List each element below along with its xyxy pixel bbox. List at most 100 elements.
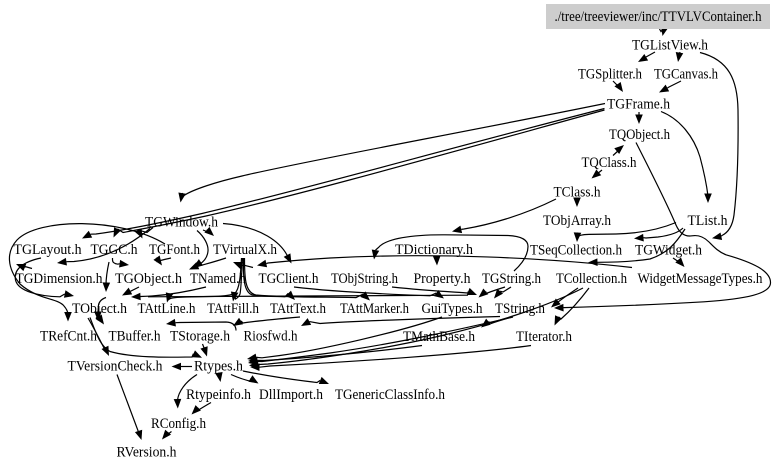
node-Rtypes[interactable]: Rtypes.h <box>194 359 244 375</box>
arrowhead-TGDimension-TGLayout <box>16 264 27 272</box>
arrowhead-TList-TSeqCollection2 <box>634 233 644 242</box>
edge-TGCanvas-TGFrame <box>667 80 682 89</box>
edge-TGFrame-TGLayout <box>90 107 605 235</box>
edge-TGGC-TGObject <box>111 258 120 265</box>
arrowhead-TNamed-TObject <box>131 292 141 301</box>
node-RVersion[interactable]: RVersion.h <box>117 445 178 461</box>
arrowhead-TObject-TVersionCheck <box>101 345 109 356</box>
nodes: ./tree/treeviewer/inc/TTVLVContainer.hTG… <box>14 9 764 461</box>
node-TCollection[interactable]: TCollection.h <box>556 271 628 287</box>
node-TStorage[interactable]: TStorage.h <box>170 329 231 345</box>
edge-corridor2-TBuffer <box>175 321 237 331</box>
arrowhead-RConfig-RVersion <box>162 429 172 440</box>
arrowhead-TGWindow-TNamed <box>193 259 204 268</box>
arrowhead-TClass-TObjArray <box>573 197 581 207</box>
node-TGDimension[interactable]: TGDimension.h <box>16 271 104 287</box>
node-TNamed[interactable]: TNamed.h <box>190 271 247 287</box>
arrowhead-TClass-TDictionary <box>452 225 463 234</box>
arrowhead-TString-Riosfwd <box>301 318 312 326</box>
node-TString[interactable]: TString.h <box>495 301 546 317</box>
arrowhead-TGFrame-TGDimension <box>57 257 67 266</box>
edge-TGFrame-TGWindow <box>181 102 606 197</box>
arrowhead-corridor2-TStorage <box>233 317 244 326</box>
arrowhead-TGCanvas-TGFrame <box>659 84 670 93</box>
node-TRefCnt[interactable]: TRefCnt.h <box>40 329 98 345</box>
arrowhead-TGObject-TObject <box>122 287 133 296</box>
node-TObjArray[interactable]: TObjArray.h <box>543 213 612 229</box>
node-TDictionary[interactable]: TDictionary.h <box>395 242 474 258</box>
node-TGClient[interactable]: TGClient.h <box>259 271 320 287</box>
edge-TObjString-TGString <box>391 286 469 294</box>
node-TGCanvas[interactable]: TGCanvas.h <box>654 67 719 83</box>
arrowhead-corridor-TRefCnt <box>94 311 102 321</box>
node-Riosfwd[interactable]: Riosfwd.h <box>244 329 299 345</box>
node-DllImport[interactable]: DllImport.h <box>259 387 324 403</box>
node-TIterator[interactable]: TIterator.h <box>516 329 573 345</box>
node-TQObject[interactable]: TQObject.h <box>609 127 671 143</box>
arrowhead-TGFrame-TGGC <box>113 227 121 238</box>
arrowhead-Rtypes-TGenericClassInfo <box>318 376 329 384</box>
arrowhead-TGFrame-TQObject <box>635 114 643 124</box>
node-TAttFill[interactable]: TAttFill.h <box>207 301 260 317</box>
edge-TGWidget-TGClient <box>266 255 633 269</box>
edge-TGDimension-TGLayout <box>24 265 33 270</box>
main-node-box <box>546 4 770 29</box>
arrowhead-TGWidget-WidgetMessageTypes <box>675 257 685 267</box>
arrowhead-TGString2-GuiTypes <box>478 288 489 298</box>
node-WidgetMessageTypes[interactable]: WidgetMessageTypes.h <box>638 271 764 287</box>
edge-GuiTypes-Rtypes <box>256 316 443 359</box>
node-TClass[interactable]: TClass.h <box>554 185 602 201</box>
edge-TGFrame-TGGC <box>117 109 605 234</box>
node-Property[interactable]: Property.h <box>414 271 472 287</box>
arrowhead-TGFont-TRefCnt <box>64 312 72 322</box>
node-TVersionCheck[interactable]: TVersionCheck.h <box>68 359 164 375</box>
node-TGGC[interactable]: TGGC.h <box>91 242 139 258</box>
node-TGenericClassInfo[interactable]: TGenericClassInfo.h <box>335 387 446 403</box>
arrowhead-TGGC2-TObject <box>102 282 111 292</box>
node-Rtypeinfo[interactable]: Rtypeinfo.h <box>186 387 252 403</box>
node-TGFont[interactable]: TGFont.h <box>149 242 201 258</box>
node-TVirtualX[interactable]: TVirtualX.h <box>213 242 278 258</box>
node-TGFrame[interactable]: TGFrame.h <box>607 97 671 113</box>
edge-TGFrame-TGDimension <box>66 228 151 263</box>
node-TObjString[interactable]: TObjString.h <box>331 271 399 287</box>
edge-TString-Riosfwd <box>309 315 501 325</box>
node-TAttText[interactable]: TAttText.h <box>270 301 327 317</box>
node-TAttMarker[interactable]: TAttMarker.h <box>340 301 410 317</box>
arrowhead-TList-TSeqCollection <box>573 232 582 242</box>
edge-Rtypes-TGenericClassInfo <box>242 370 321 384</box>
node-TList[interactable]: TList.h <box>688 213 729 229</box>
node-TGSplitter[interactable]: TGSplitter.h <box>578 67 643 83</box>
arrowhead-Rtypes-Rtypeinfo <box>215 371 223 382</box>
edge-TGObject-TObject <box>130 286 140 292</box>
arrowhead-TVirtualX-TAttLine <box>165 292 174 303</box>
edge-TVirtualX-TAttFill <box>234 257 244 300</box>
node-TQClass[interactable]: TQClass.h <box>582 155 638 171</box>
arrowhead-TGString-TString <box>494 288 504 299</box>
edges <box>8 25 772 440</box>
node-TMathBase[interactable]: TMathBase.h <box>403 329 476 345</box>
node-TAttLine[interactable]: TAttLine.h <box>138 301 197 317</box>
node-TGObject[interactable]: TGObject.h <box>115 271 183 287</box>
arrowhead-TGListView-TGWidget <box>712 232 723 240</box>
node-GuiTypes[interactable]: GuiTypes.h <box>422 301 484 317</box>
node-TGLayout[interactable]: TGLayout.h <box>14 242 83 258</box>
node-TSeqCollection[interactable]: TSeqCollection.h <box>530 243 623 259</box>
node-TGString[interactable]: TGString.h <box>482 271 542 287</box>
edge-TGFrame-TList <box>660 110 709 197</box>
node-RConfig[interactable]: RConfig.h <box>151 416 207 432</box>
arrowhead-TObjString-TGString <box>466 287 477 295</box>
edge-Rtypes-DllImport <box>230 373 254 383</box>
arrowhead-TGFont-TGObject <box>153 255 162 266</box>
edge-TGString-TObjString <box>375 234 529 272</box>
node-TGWindow[interactable]: TGWindow.h <box>145 215 219 231</box>
arrowhead-TQClass-TQObject <box>614 145 624 155</box>
edge-TQObject-TString <box>563 142 772 309</box>
node-TGListView[interactable]: TGListView.h <box>632 38 709 54</box>
node-TBuffer[interactable]: TBuffer.h <box>109 329 162 345</box>
edge-corridor-TRefCnt <box>97 296 107 312</box>
arrowhead-TGClient-GuiTypes <box>434 289 444 299</box>
node-TObject[interactable]: TObject.h <box>72 301 128 317</box>
node-TGWidget[interactable]: TGWidget.h <box>635 243 703 259</box>
edge-TVirtualX-TAttLine <box>168 257 243 301</box>
